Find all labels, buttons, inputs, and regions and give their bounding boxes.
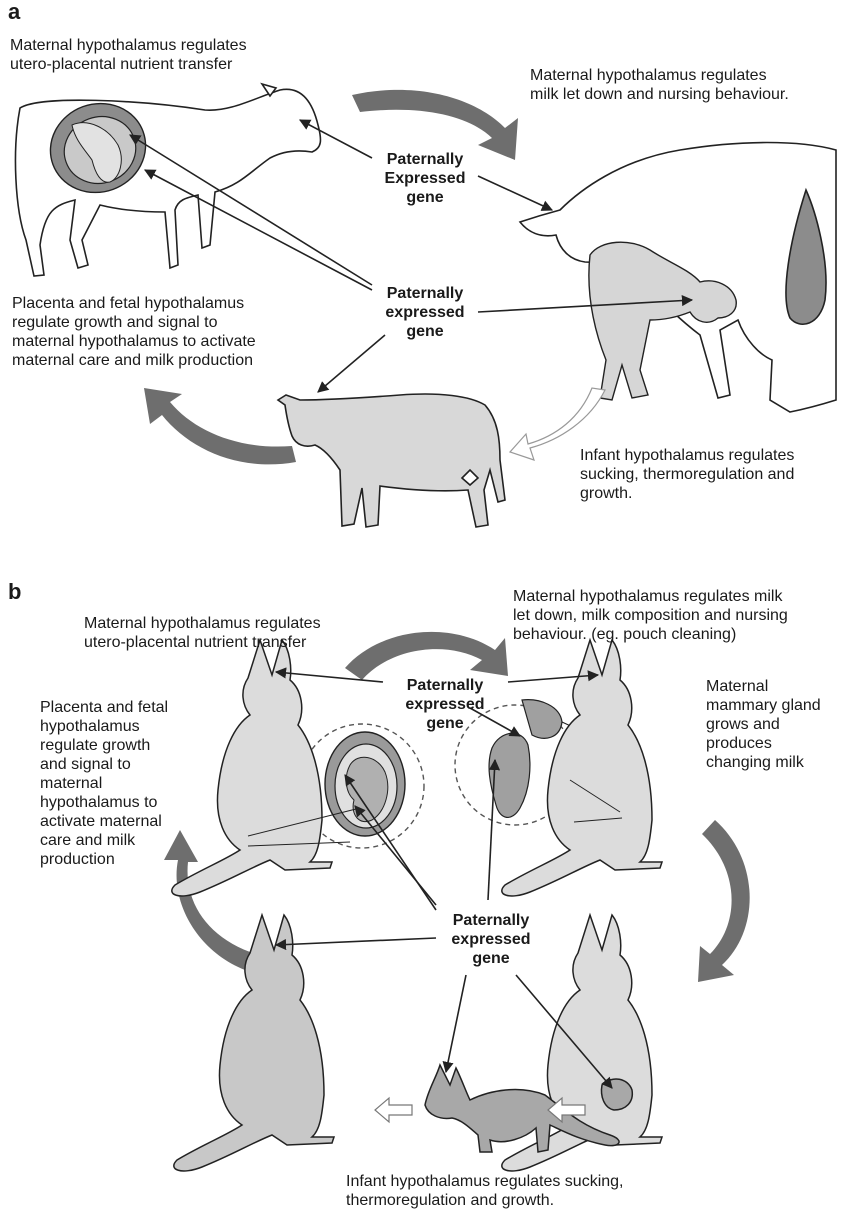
panel-b-placenta-text: Placenta and fetal hypothalamus regulate… <box>40 698 168 869</box>
cycle-arrow-b-right <box>698 820 750 982</box>
panel-a-label: a <box>8 2 20 21</box>
panel-b-infant-text: Infant hypothalamus regulates sucking, t… <box>346 1172 624 1210</box>
young-cow <box>278 394 505 527</box>
kangaroo-adult-left <box>174 915 334 1171</box>
panel-b-maternal-nutrient-text: Maternal hypothalamus regulates utero-pl… <box>84 614 321 652</box>
panel-b-maternal-milk-text: Maternal hypothalamus regulates milk let… <box>513 587 788 644</box>
panel-a-maternal-milk-text: Maternal hypothalamus regulates milk let… <box>530 66 789 104</box>
panel-a-paternal-gene-label-1: Paternally Expressed gene <box>372 150 478 207</box>
panel-a-maternal-nutrient-text: Maternal hypothalamus regulates utero-pl… <box>10 36 247 74</box>
cycle-arrow-b-top <box>345 632 508 680</box>
panel-b-paternal-gene-label-1: Paternally expressed gene <box>382 676 508 733</box>
panel-b-paternal-gene-label-2: Paternally expressed gene <box>428 911 554 968</box>
panel-a-infant-text: Infant hypothalamus regulates sucking, t… <box>580 446 794 503</box>
panel-a-placenta-text: Placenta and fetal hypothalamus regulate… <box>12 294 256 370</box>
pregnant-cow <box>15 84 320 276</box>
panel-b-label: b <box>8 582 21 601</box>
cycle-arrow-a-bottom <box>144 388 296 464</box>
panel-b-mammary-text: Maternal mammary gland grows and produce… <box>706 677 821 772</box>
panel-a-paternal-gene-label-2: Paternally expressed gene <box>372 284 478 341</box>
